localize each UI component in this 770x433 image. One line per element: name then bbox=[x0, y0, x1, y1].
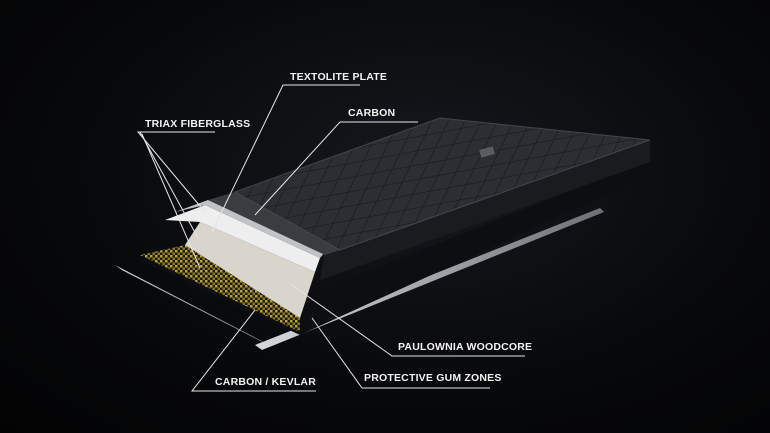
paulownia-woodcore-layer bbox=[185, 222, 315, 318]
leader-lines bbox=[136, 84, 525, 392]
triax-fiberglass-layer bbox=[165, 205, 320, 272]
board-top-surface bbox=[233, 117, 651, 251]
board-logo bbox=[479, 146, 495, 158]
label-textolite-plate: TEXTOLITE PLATE bbox=[290, 71, 388, 83]
textolite-plate-layer bbox=[175, 200, 325, 258]
board-side bbox=[320, 140, 650, 280]
label-carbon-kevlar: CARBON / KEVLAR bbox=[215, 376, 317, 388]
carbon-layer bbox=[208, 192, 340, 255]
steel-edge-left bbox=[115, 265, 268, 345]
carbon-kevlar-layer bbox=[140, 245, 300, 332]
label-carbon: CARBON bbox=[348, 107, 396, 119]
label-triax-fiberglass: TRIAX FIBERGLASS bbox=[145, 118, 251, 130]
label-protective-gum-zones: PROTECTIVE GUM ZONES bbox=[364, 372, 502, 384]
label-paulownia-woodcore: PAULOWNIA WOODCORE bbox=[398, 341, 533, 353]
